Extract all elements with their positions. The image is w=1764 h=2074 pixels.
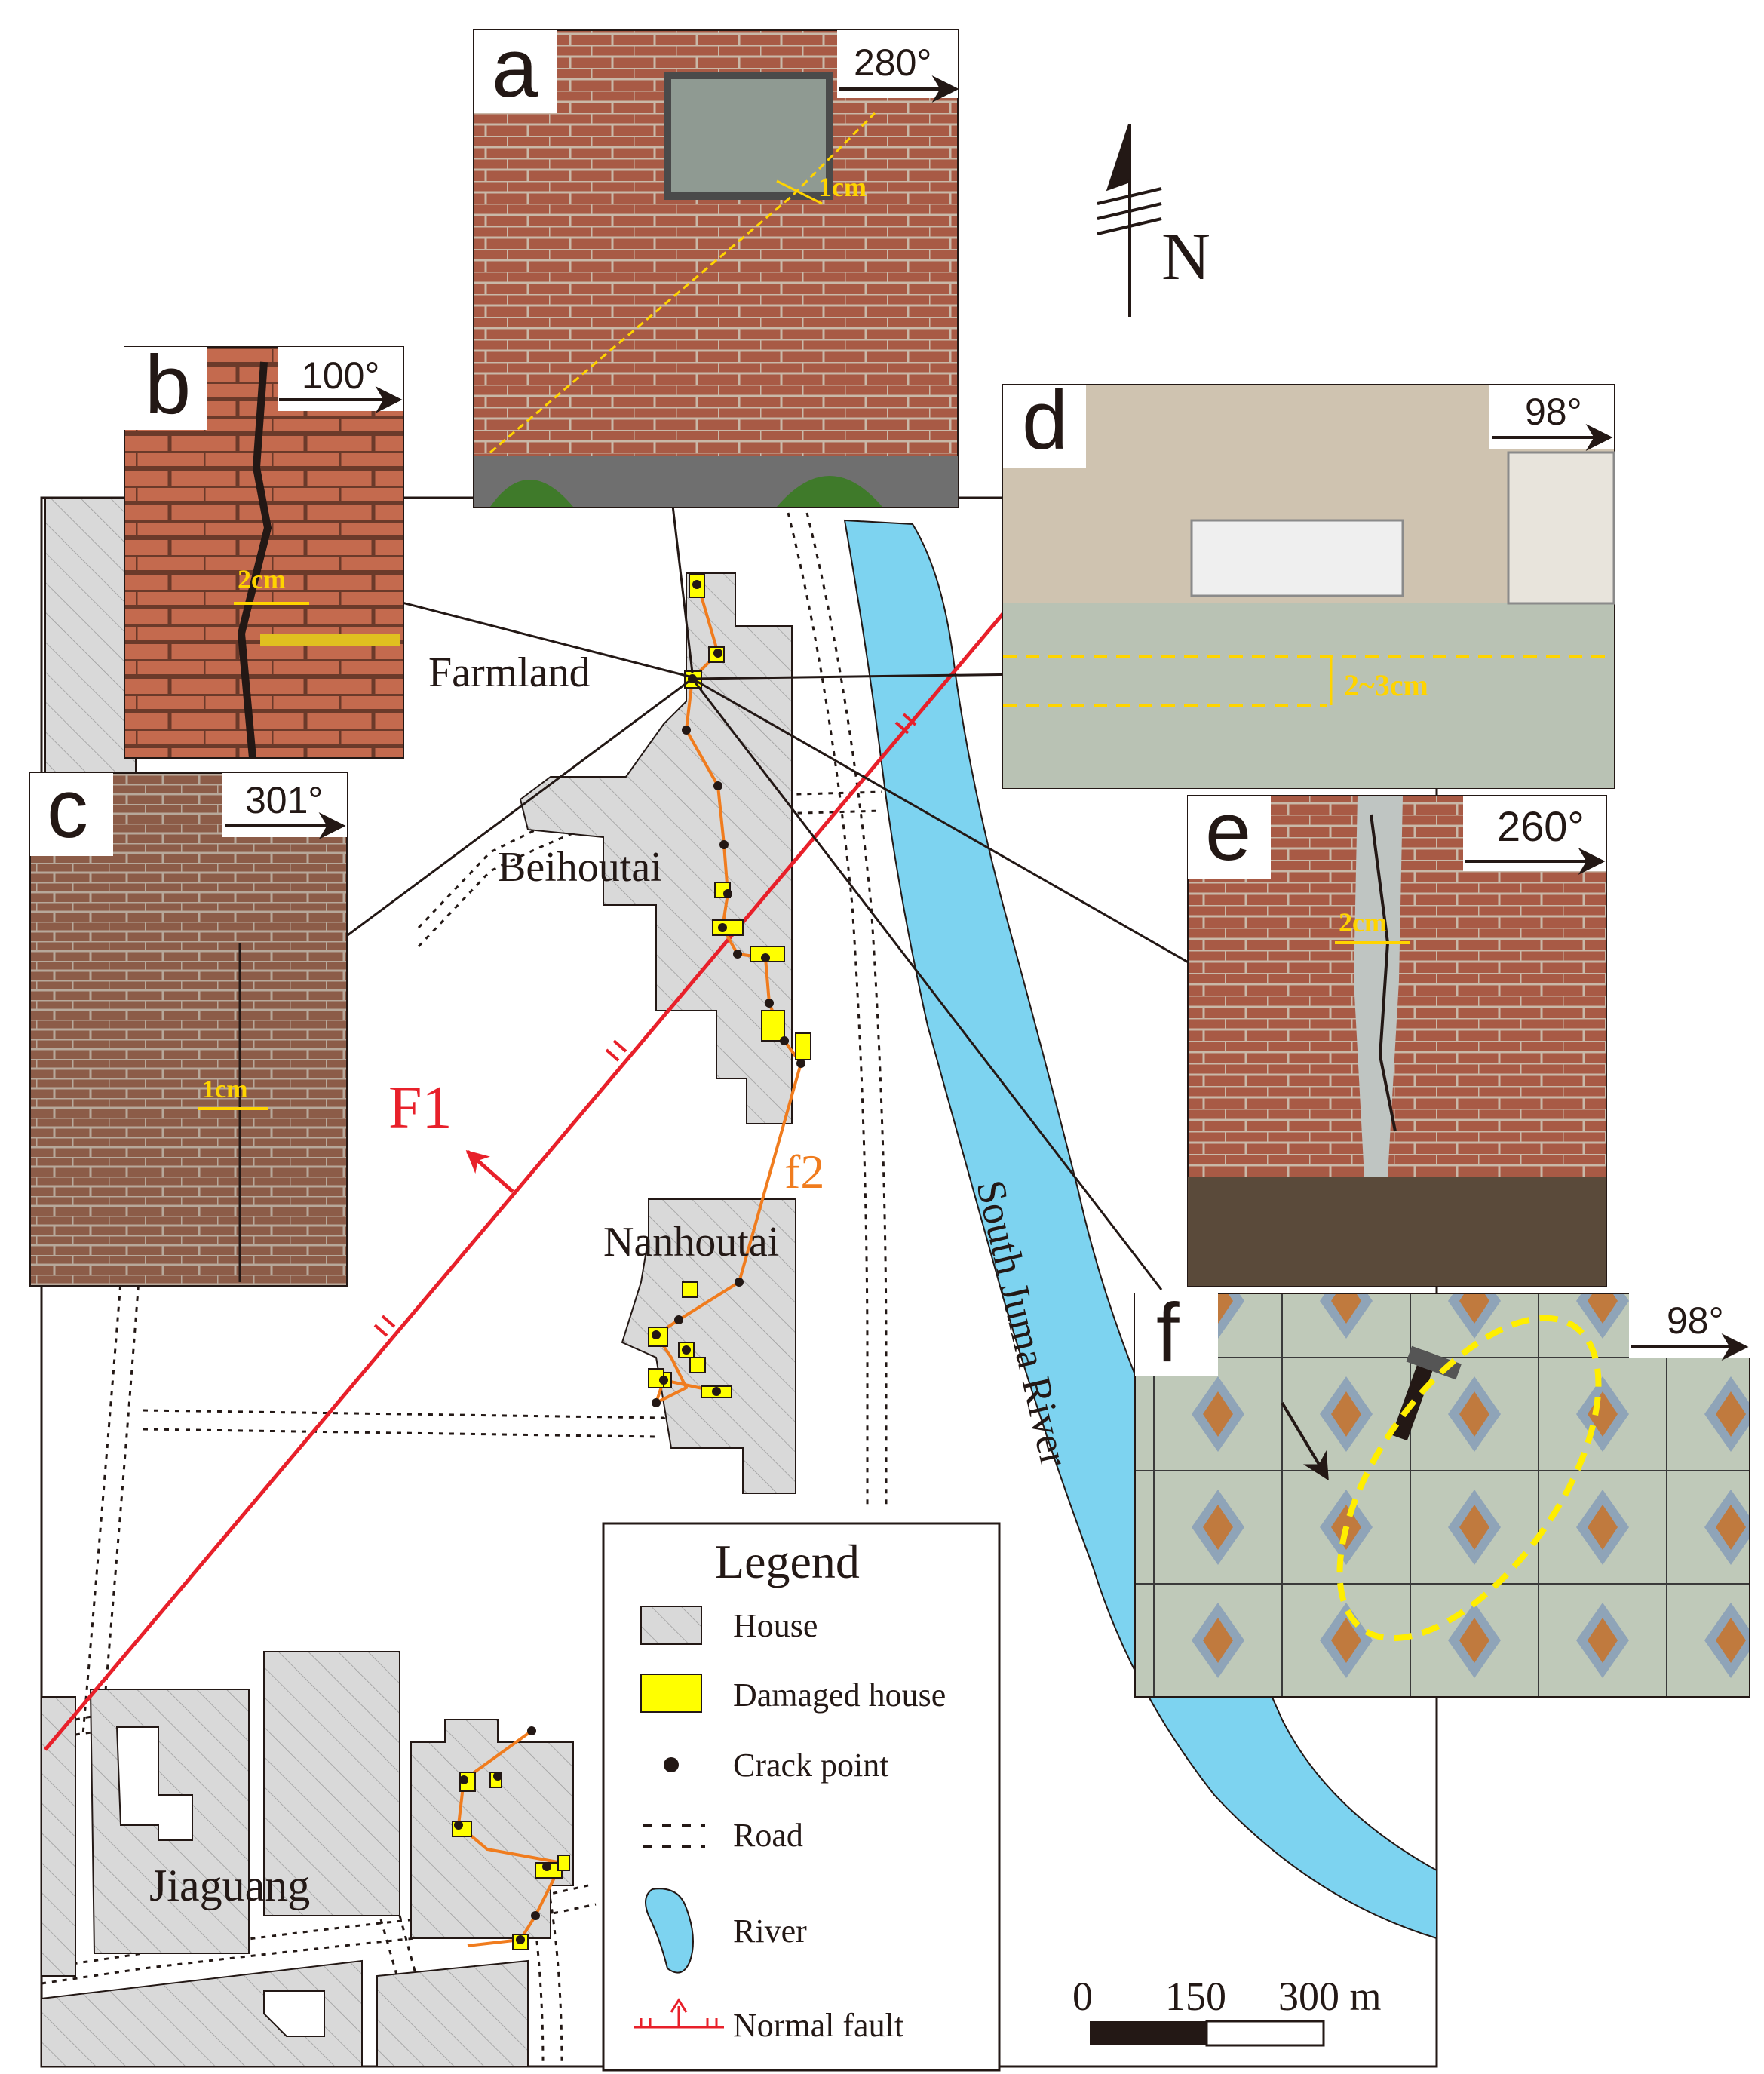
photo-c-measure: 1cm — [202, 1075, 247, 1103]
legend-title: Legend — [715, 1535, 860, 1588]
photo-c-direction: 301° — [245, 779, 323, 821]
legend-damaged-label: Damaged house — [733, 1677, 946, 1714]
photo-f-direction: 98° — [1667, 1299, 1724, 1342]
photo-a-measure: 1cm — [818, 172, 867, 202]
photo-d-letter: d — [1022, 374, 1068, 467]
legend-crack-label: Crack point — [733, 1747, 889, 1784]
photo-a: 1cm a 280° — [473, 22, 959, 508]
photo-d: 2~3cm d 98° — [1002, 374, 1615, 789]
photo-a-direction: 280° — [854, 41, 931, 84]
photo-e-direction: 260° — [1497, 802, 1585, 850]
photo-e-measure: 2cm — [1339, 907, 1387, 937]
legend-crack-symbol — [664, 1757, 679, 1772]
scale-tick-300: 300 m — [1278, 1974, 1382, 2019]
photo-d-direction: 98° — [1525, 391, 1582, 433]
legend-damaged-symbol — [640, 1674, 702, 1713]
photo-e: 2cm e 260° — [1187, 785, 1607, 1287]
photo-a-letter: a — [492, 22, 538, 115]
building-gaps — [115, 1726, 325, 2037]
legend-fault-label: Normal fault — [733, 2007, 903, 2044]
scale-tick-150: 150 — [1165, 1974, 1226, 2019]
photo-b-direction: 100° — [302, 354, 379, 397]
label-f2: f2 — [784, 1145, 824, 1198]
label-beihoutai: Beihoutai — [498, 844, 662, 891]
photo-c-letter: c — [47, 762, 88, 855]
legend-house-label: House — [733, 1607, 818, 1644]
photo-b-letter: b — [145, 339, 191, 431]
photo-f: f 98° — [1134, 1287, 1750, 1698]
legend-river-label: River — [733, 1913, 807, 1950]
fault-f1 — [44, 523, 1080, 1751]
north-arrow: N — [1097, 124, 1210, 317]
photo-f-letter: f — [1156, 1287, 1180, 1379]
south-juma-river — [843, 519, 1437, 1940]
legend-road-label: Road — [733, 1817, 803, 1854]
photo-b-measure: 2cm — [238, 564, 286, 594]
label-jiaguang: Jiaguang — [149, 1861, 310, 1910]
crack-points — [454, 580, 805, 1944]
photo-b: 2cm b 100° — [124, 339, 404, 759]
legend-house-symbol — [640, 1606, 702, 1645]
north-label: N — [1161, 219, 1210, 294]
photo-d-measure: 2~3cm — [1344, 668, 1428, 702]
photo-e-letter: e — [1205, 785, 1251, 878]
label-f1: F1 — [388, 1075, 453, 1141]
label-nanhoutai: Nanhoutai — [603, 1219, 779, 1266]
scale-bar: 0 150 300 m — [1072, 1974, 1382, 2047]
photo-c: 1cm c 301° — [29, 762, 348, 1287]
scale-tick-0: 0 — [1072, 1974, 1093, 2019]
label-farmland: Farmland — [428, 649, 591, 696]
legend-river-symbol — [645, 1888, 694, 1974]
houses — [41, 497, 796, 2067]
legend-fault-symbol — [634, 1998, 724, 2029]
legend: Legend House Damaged house Crack point R… — [602, 1522, 1001, 2072]
